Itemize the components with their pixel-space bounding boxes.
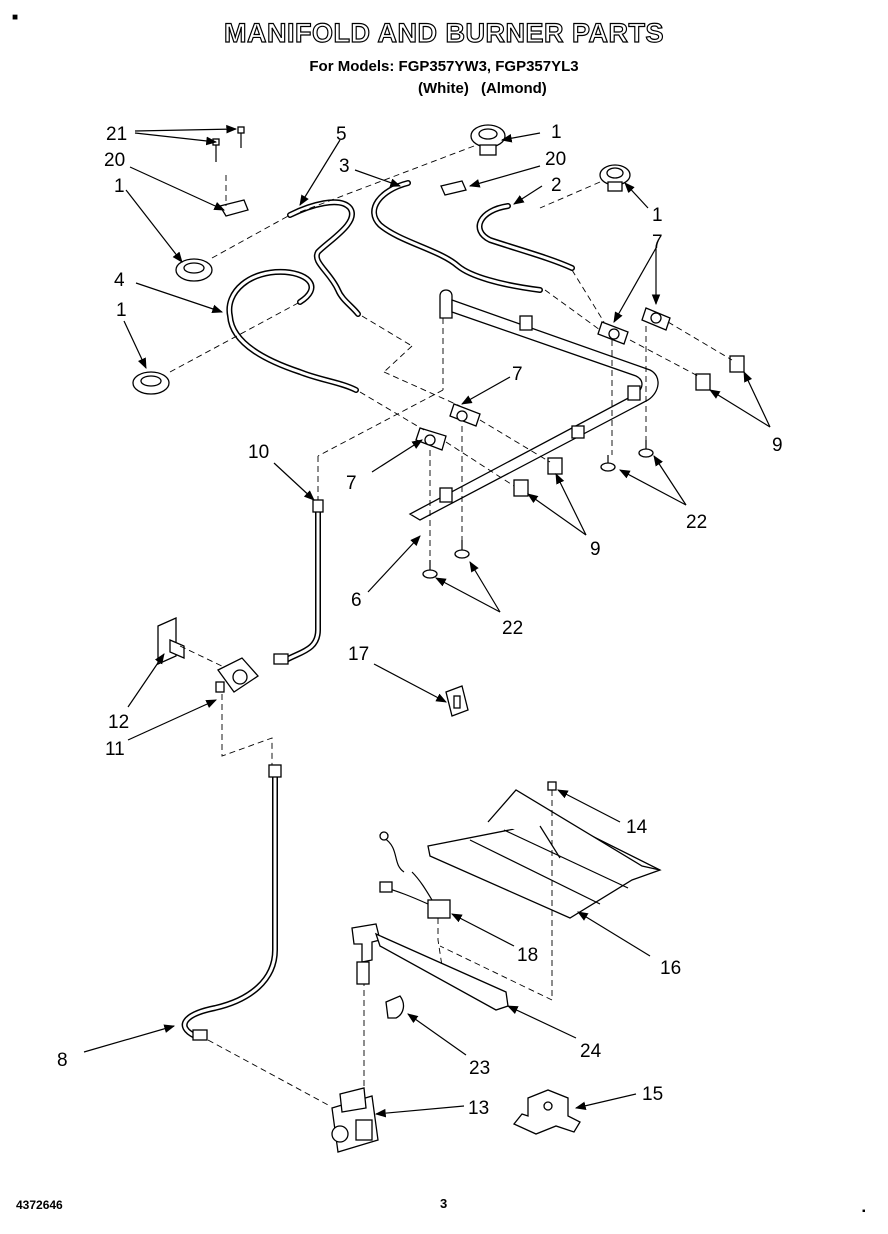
callout-15: 15: [642, 1084, 663, 1105]
alignment-line-16: [439, 790, 553, 1001]
callout-16: 16: [660, 958, 681, 979]
bracket-part-20-center: [440, 180, 467, 196]
callout-9-right: 9: [772, 435, 783, 456]
clip-part-23: [385, 995, 405, 1019]
callout-10: 10: [248, 442, 269, 463]
callout-14: 14: [626, 817, 648, 838]
igniter-part-18: [379, 831, 451, 919]
bracket-part-24: [351, 923, 509, 1011]
screws-part-21: [212, 126, 245, 162]
bracket-part-15: [512, 1089, 581, 1135]
valve-part-11: [215, 657, 259, 693]
screws-part-22: [422, 440, 654, 579]
callout-20-center: 20: [545, 149, 566, 170]
alignment-line-11: [221, 694, 273, 766]
callout-7-center: 7: [512, 364, 523, 385]
page-number: 3: [440, 1196, 448, 1211]
callout-5: 5: [336, 124, 347, 145]
burner-left-upper: [175, 258, 213, 282]
callout-3: 3: [339, 156, 350, 177]
callout-22-right: 22: [686, 512, 707, 533]
burner-left-lower: [132, 371, 170, 395]
callout-21: 21: [106, 124, 127, 145]
callout-7-left: 7: [346, 473, 357, 494]
screw-part-14: [547, 781, 557, 791]
callout-22-center: 22: [502, 618, 523, 639]
callout-17: 17: [348, 644, 369, 665]
callout-1-top-center: 1: [551, 122, 562, 143]
callout-20-left: 20: [104, 150, 125, 171]
bracket-part-20-left: [218, 175, 249, 217]
tube-part-10: [273, 499, 324, 665]
colors-subtitle: (White) (Almond): [418, 80, 547, 97]
burner-top-right: [599, 164, 631, 192]
manifold-part-6: [408, 289, 659, 521]
alignment-line-18: [437, 918, 443, 967]
alignment-lines-upper: [169, 145, 733, 560]
corner-mark-bottom-right: ▪: [862, 1206, 866, 1217]
alignment-line-8: [207, 1039, 331, 1107]
leader-lines: [83, 124, 771, 1118]
callout-12: 12: [108, 712, 129, 733]
callout-24: 24: [580, 1041, 602, 1062]
burner-top-center: [470, 124, 506, 156]
callout-1-lower-left: 1: [116, 300, 127, 321]
clip-part-17: [445, 685, 469, 717]
callout-23: 23: [469, 1058, 490, 1079]
document-number: 4372646: [16, 1198, 63, 1212]
alignment-line-12: [179, 645, 227, 669]
page-title: MANIFOLD AND BURNER PARTS: [223, 17, 664, 48]
callout-labels: 21 20 1 4 1 5 3 1 20 2 1 7 7 7 9 9 22 22…: [57, 122, 783, 1119]
callout-6: 6: [351, 590, 362, 611]
callout-9-center: 9: [590, 539, 601, 560]
callout-7-right: 7: [652, 232, 663, 253]
callout-11: 11: [105, 739, 125, 760]
bracket-part-12: [157, 616, 185, 666]
callout-8: 8: [57, 1050, 68, 1071]
callout-18: 18: [517, 945, 538, 966]
burner-tubes: [226, 180, 575, 393]
tube-part-8: [181, 764, 282, 1041]
valve-part-13: [331, 1087, 379, 1153]
orifice-holders-part-7: [415, 307, 671, 451]
callout-2: 2: [551, 175, 562, 196]
shield-part-16: [427, 789, 662, 919]
callout-13: 13: [468, 1098, 489, 1119]
callout-4: 4: [114, 270, 125, 291]
corner-mark-top-left: ■: [12, 12, 19, 23]
models-subtitle: For Models: FGP357YW3, FGP357YL3: [309, 58, 579, 75]
brackets-part-9: [513, 355, 745, 497]
callout-1-right: 1: [652, 205, 663, 226]
callout-1-upper-left: 1: [114, 176, 125, 197]
